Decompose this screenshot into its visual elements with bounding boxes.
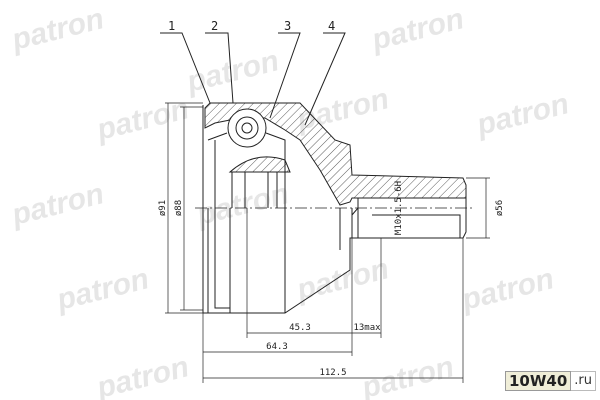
site-logo: 10W40 .ru (505, 371, 597, 391)
callout-leaders (160, 32, 346, 126)
callout-3: 3 (284, 19, 291, 33)
inner-race (228, 156, 291, 173)
dim-112-5: 112.5 (319, 368, 346, 378)
watermark: patron (293, 252, 393, 307)
watermark: patron (53, 262, 153, 317)
watermark: patron (8, 177, 108, 232)
dim-shaft-diameter: ø56 (495, 200, 505, 216)
dimension-lines (165, 102, 490, 383)
logo-tld: .ru (571, 371, 597, 391)
callout-1: 1 (168, 19, 175, 33)
ball (227, 108, 267, 148)
dim-13max: 13max (353, 323, 381, 333)
watermark: patron (8, 2, 108, 57)
watermark: patron (358, 350, 458, 400)
watermark: patron (368, 2, 468, 57)
dim-64-3: 64.3 (266, 342, 288, 352)
dim-seal-diameter: ø88 (174, 200, 184, 216)
watermark: patron (93, 92, 193, 147)
dim-thread: M10x1.5-6H (394, 181, 404, 235)
watermark: patron (93, 350, 193, 400)
callout-2: 2 (211, 19, 218, 33)
watermark: patron (473, 87, 573, 142)
watermark: patron (458, 262, 558, 317)
logo-main: 10W40 (505, 371, 572, 391)
callout-4: 4 (328, 19, 335, 33)
dim-45-3: 45.3 (289, 323, 311, 333)
housing-outline-lower (202, 105, 467, 314)
dim-outer-diameter: ø91 (158, 200, 168, 216)
